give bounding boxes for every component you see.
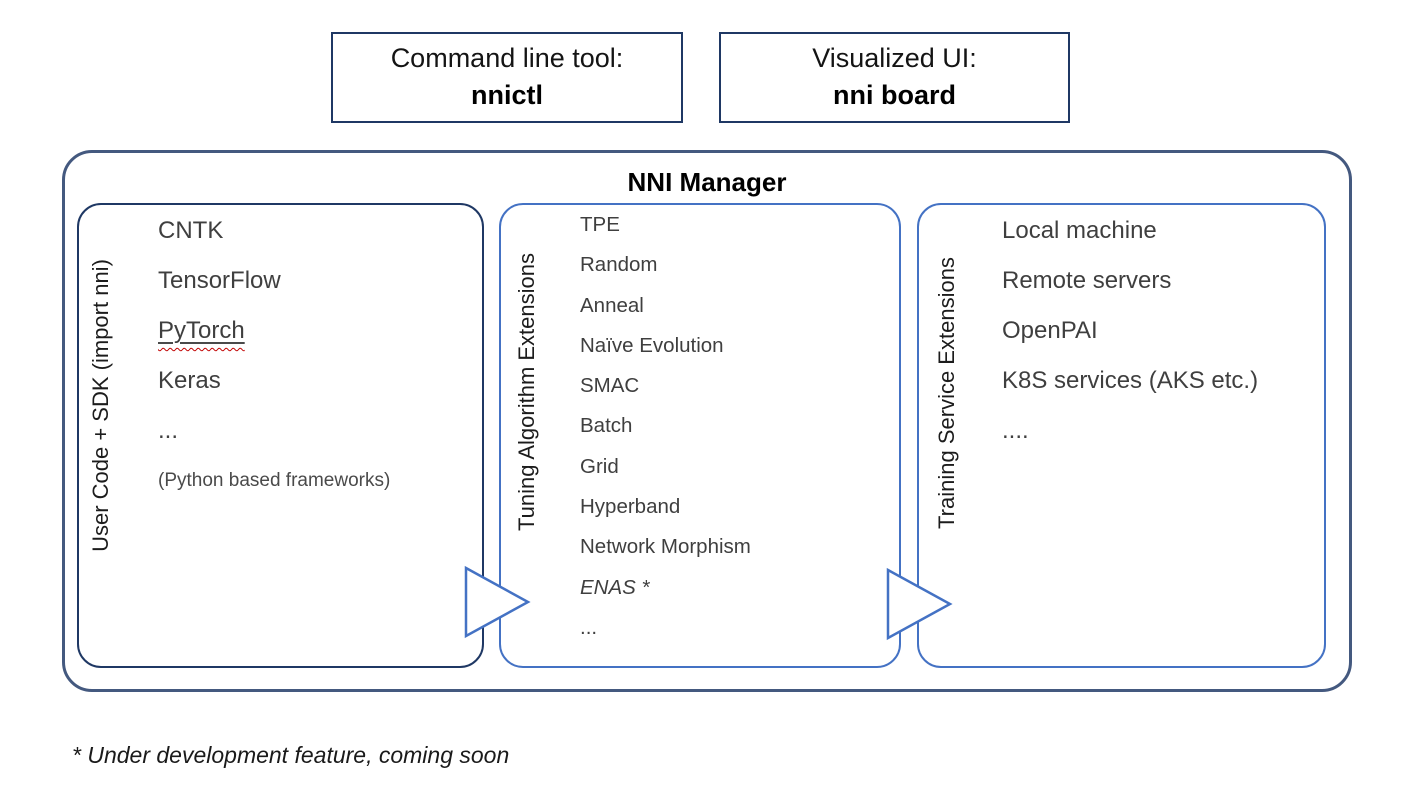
tuner-item-hyperband: Hyperband [580, 495, 681, 519]
training-service-item-ellipsis: .... [1002, 417, 1029, 444]
command-line-tool-box: Command line tool: nnictl [331, 32, 683, 123]
training-service-side-label: Training Service Extensions [934, 257, 959, 529]
spellcheck-squiggle: PyTorch [158, 317, 245, 344]
nni-board-name: nni board [833, 80, 956, 110]
tuner-item-grid: Grid [580, 454, 619, 478]
visualized-ui-label: Visualized UI: [812, 43, 977, 74]
command-line-tool-label: Command line tool: [390, 43, 624, 74]
framework-item-pytorch: PyTorch [158, 306, 390, 356]
tuner-item-ellipsis: ... [580, 615, 598, 639]
framework-item-keras: Keras [158, 367, 221, 394]
visualized-ui-box: Visualized UI: nni board [719, 32, 1070, 123]
training-service-item-k8s: K8S services (AKS etc.) [1002, 367, 1259, 394]
user-code-sdk-box [77, 203, 484, 668]
footnote: * Under development feature, coming soon [72, 742, 510, 768]
training-service-item-openpai: OpenPAI [1002, 317, 1098, 344]
training-service-list: Local machine Remote servers OpenPAI K8S… [1002, 206, 1258, 456]
tuner-item-random: Random [580, 253, 658, 277]
tuner-item-tpe: TPE [580, 213, 620, 236]
training-service-box [917, 203, 1326, 668]
tuner-item-naive-evolution: Naïve Evolution [580, 333, 724, 357]
nnictl-name: nnictl [471, 80, 543, 110]
framework-item-ellipsis: ... [158, 417, 179, 444]
tuning-algorithm-box [499, 203, 901, 668]
training-service-item-remote: Remote servers [1002, 267, 1172, 294]
nni-manager-title: NNI Manager [627, 167, 787, 197]
training-service-item-local: Local machine [1002, 217, 1157, 244]
tuner-item-smac: SMAC [580, 374, 640, 398]
tuning-algorithm-side-label: Tuning Algorithm Extensions [514, 253, 539, 531]
flow-arrow-icon [886, 567, 953, 641]
tuner-item-batch: Batch [580, 414, 633, 438]
tuner-item-enas: ENAS * [580, 575, 650, 599]
flow-arrow-icon [464, 565, 531, 639]
tuner-item-anneal: Anneal [580, 293, 644, 317]
tuner-item-network-morphism: Network Morphism [580, 535, 751, 559]
framework-note: (Python based frameworks) [158, 470, 391, 491]
framework-item-cntk: CNTK [158, 217, 224, 244]
tuner-list: TPE Random Anneal Naïve Evolution SMAC B… [580, 205, 751, 648]
framework-item-tensorflow: TensorFlow [158, 267, 281, 294]
framework-list: CNTK TensorFlow PyTorch Keras ... (Pytho… [158, 206, 390, 506]
user-code-sdk-side-label: User Code + SDK (import nni) [88, 259, 113, 552]
